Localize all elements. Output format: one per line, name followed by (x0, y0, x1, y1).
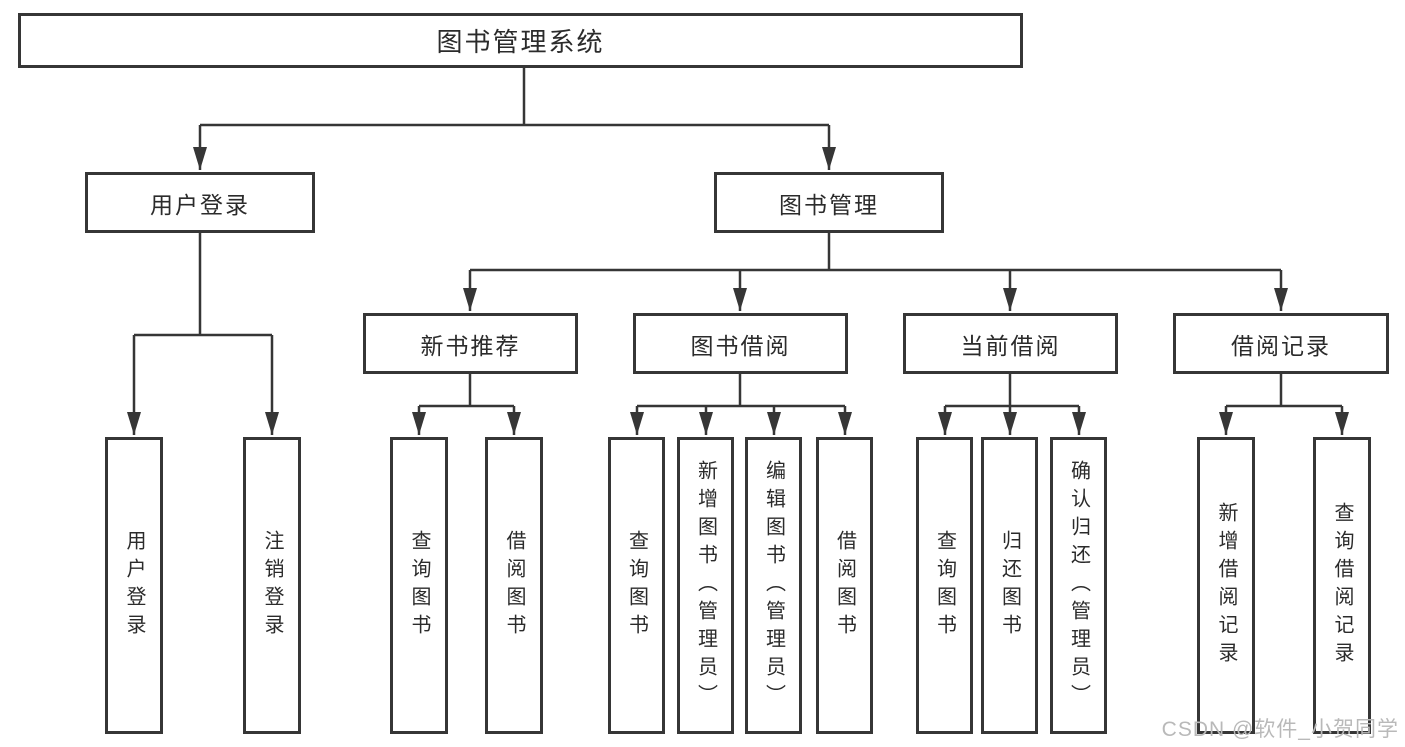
node-label: 新书推荐 (420, 332, 521, 359)
node-label: 用户登录 (150, 191, 250, 218)
node-root: 图书管理系统 (18, 13, 1023, 68)
node-label: 当前借阅 (960, 332, 1061, 359)
leaf-borrow-books-newbook: 借阅图书 (485, 437, 543, 734)
node-new-book-recommendation: 新书推荐 (363, 313, 578, 374)
node-book-management: 图书管理 (714, 172, 944, 233)
leaf-logout-login: 注销登录 (243, 437, 301, 734)
leaf-label: 查询图书 (933, 529, 956, 642)
leaf-label: 确认归还（管理员） (1067, 459, 1090, 712)
node-current-borrowing: 当前借阅 (903, 313, 1118, 374)
node-borrowing-records: 借阅记录 (1173, 313, 1389, 374)
leaf-confirm-return-admin: 确认归还（管理员） (1050, 437, 1107, 734)
node-book-borrowing: 图书借阅 (633, 313, 848, 374)
leaf-label: 查询借阅记录 (1331, 501, 1353, 670)
leaf-label: 编辑图书（管理员） (762, 459, 785, 712)
leaf-query-borrow-record: 查询借阅记录 (1313, 437, 1371, 734)
leaf-label: 注销登录 (261, 529, 283, 642)
node-user-login: 用户登录 (85, 172, 315, 233)
leaf-borrow-books-borrow: 借阅图书 (816, 437, 873, 734)
node-label: 借阅记录 (1231, 332, 1331, 359)
leaf-label: 查询图书 (625, 529, 648, 642)
leaf-label: 归还图书 (998, 529, 1021, 642)
leaf-return-books: 归还图书 (981, 437, 1038, 734)
leaf-edit-books-admin: 编辑图书（管理员） (745, 437, 802, 734)
leaf-user-login: 用户登录 (105, 437, 163, 734)
leaf-add-books-admin: 新增图书（管理员） (677, 437, 734, 734)
leaf-label: 新增借阅记录 (1215, 501, 1237, 670)
leaf-label: 用户登录 (123, 529, 145, 642)
leaf-query-books-newbook: 查询图书 (390, 437, 448, 734)
node-label: 图书管理 (779, 191, 879, 218)
leaf-label: 查询图书 (408, 529, 430, 642)
leaf-query-books-borrow: 查询图书 (608, 437, 665, 734)
leaf-add-borrow-record: 新增借阅记录 (1197, 437, 1255, 734)
node-label: 图书管理系统 (436, 27, 605, 57)
node-label: 图书借阅 (690, 332, 791, 359)
leaf-label: 借阅图书 (503, 529, 525, 642)
watermark: CSDN @软件_小贺同学 (1161, 718, 1399, 741)
leaf-label: 借阅图书 (833, 529, 856, 642)
leaf-label: 新增图书（管理员） (694, 459, 717, 712)
leaf-query-books-current: 查询图书 (916, 437, 973, 734)
